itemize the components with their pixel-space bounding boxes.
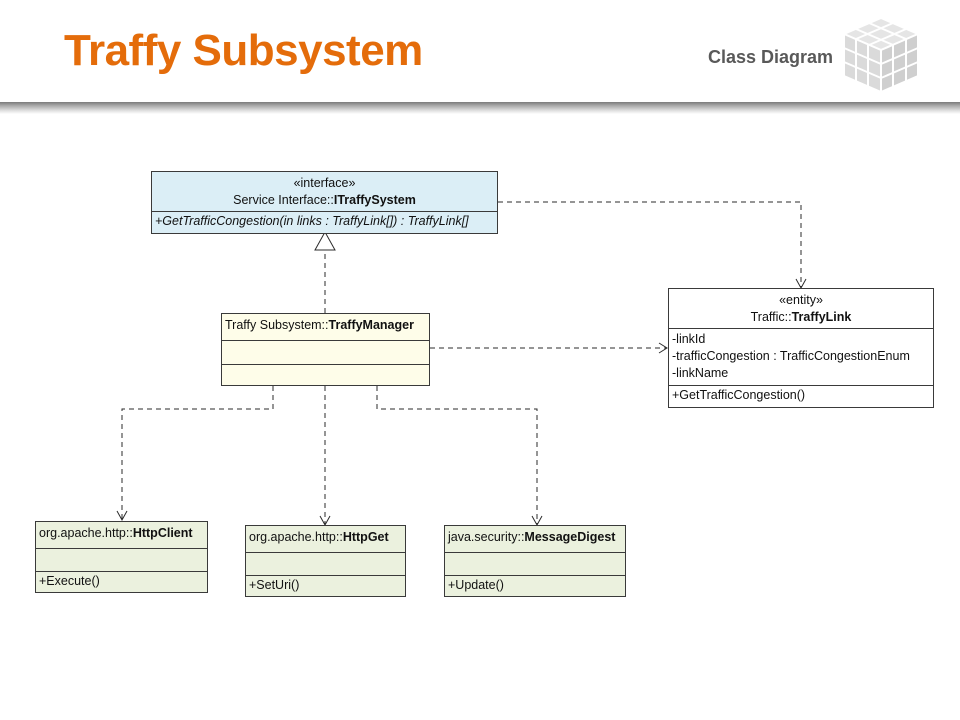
- class-httpget[interactable]: org.apache.http::HttpGet +SetUri(): [245, 525, 406, 597]
- class-attributes: [445, 552, 625, 575]
- cube-logo-icon: [841, 16, 921, 94]
- class-messagedigest[interactable]: java.security::MessageDigest +Update(): [444, 525, 626, 597]
- header-divider: [0, 102, 960, 114]
- dependency-manager-httpclient: [121, 386, 274, 519]
- slide-title: Traffy Subsystem: [64, 26, 423, 75]
- class-operations: [222, 364, 429, 385]
- class-attributes: [246, 552, 405, 575]
- class-stereotype: «interface»: [293, 176, 356, 190]
- class-name: Service Interface::ITraffySystem: [233, 193, 416, 207]
- class-attributes: [222, 340, 429, 364]
- class-name: Traffy Subsystem::TraffyManager: [225, 318, 414, 332]
- class-name: java.security::MessageDigest: [448, 530, 616, 544]
- class-traffylink[interactable]: «entity» Traffic::TraffyLink -linkId -tr…: [668, 288, 934, 408]
- class-name: Traffic::TraffyLink: [750, 310, 852, 324]
- class-operation: +Update(): [448, 578, 504, 592]
- dependency-interface-link: [498, 201, 802, 287]
- class-stereotype: «entity»: [779, 293, 823, 307]
- class-itraffysystem[interactable]: «interface» Service Interface::ITraffySy…: [151, 171, 498, 234]
- arrowhead-link-left: [658, 342, 668, 354]
- class-attribute: -linkName: [672, 366, 729, 380]
- class-operation: +Execute(): [39, 574, 100, 588]
- class-attributes: [36, 548, 207, 571]
- realization-arrowhead: [314, 230, 336, 251]
- class-traffymanager[interactable]: Traffy Subsystem::TraffyManager: [221, 313, 430, 386]
- class-operation: +SetUri(): [249, 578, 300, 592]
- class-name: org.apache.http::HttpClient: [39, 526, 193, 540]
- class-operation: +GetTrafficCongestion(): [672, 388, 806, 402]
- class-operation: +GetTrafficCongestion(in links : TraffyL…: [155, 214, 469, 228]
- class-attribute: -linkId: [672, 332, 706, 346]
- class-name: org.apache.http::HttpGet: [249, 530, 389, 544]
- arrowhead-httpclient: [116, 510, 128, 522]
- dependency-manager-digest: [376, 386, 538, 524]
- slide-subtitle: Class Diagram: [708, 47, 834, 67]
- class-attribute: -trafficCongestion : TrafficCongestionEn…: [672, 349, 910, 363]
- class-httpclient[interactable]: org.apache.http::HttpClient +Execute(): [35, 521, 208, 593]
- slide-header: Traffy Subsystem Class Diagram: [0, 0, 960, 102]
